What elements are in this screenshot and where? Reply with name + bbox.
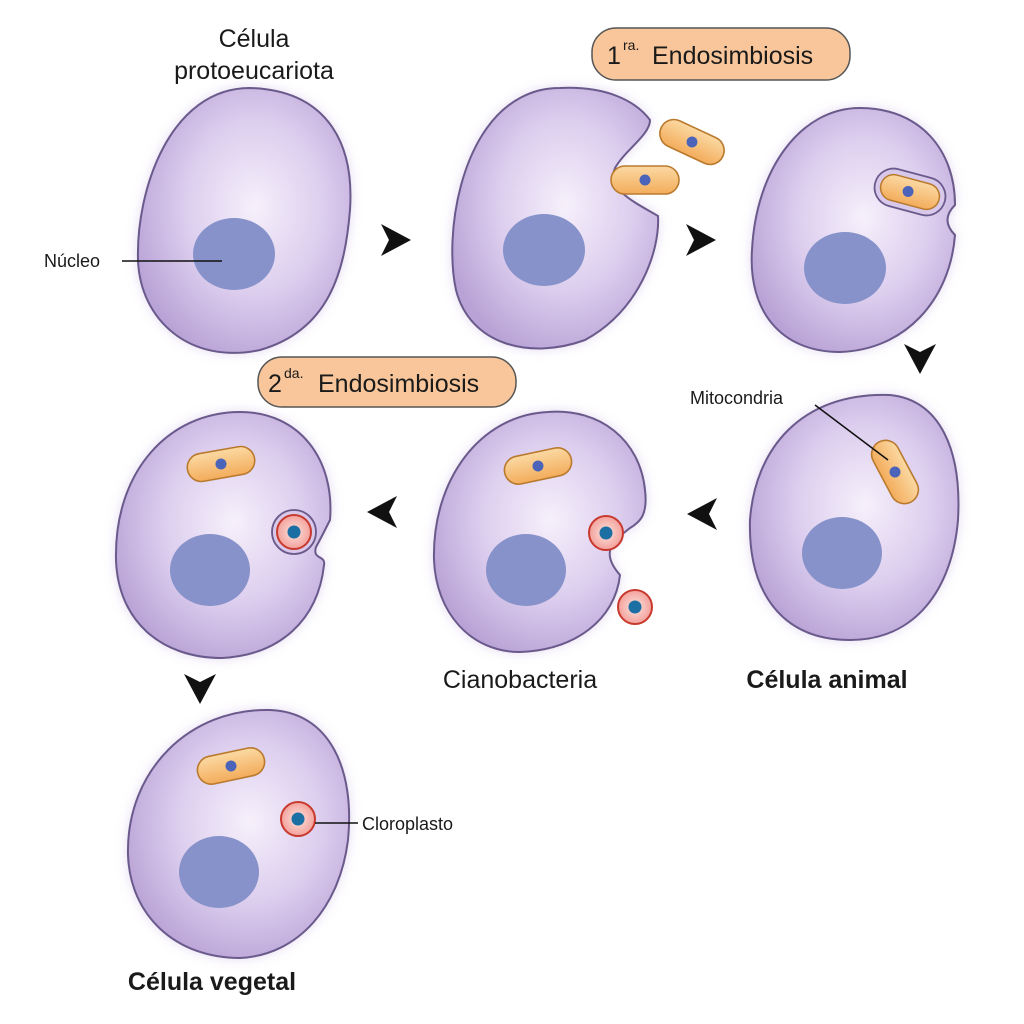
nucleus bbox=[802, 517, 882, 589]
second-endosymbiosis-superscript: da. bbox=[284, 365, 303, 381]
arrowhead-icon bbox=[367, 496, 397, 528]
internalizing-cell-1 bbox=[750, 106, 957, 354]
first-endosymbiosis-number: 1 bbox=[607, 42, 621, 70]
nucleus bbox=[170, 534, 250, 606]
nucleus bbox=[193, 218, 275, 290]
proto-title-line1: Célula bbox=[219, 25, 290, 53]
mitochondrion bbox=[654, 114, 730, 170]
engulfing-cell-1 bbox=[451, 86, 660, 350]
engulfed-mitochondrion bbox=[873, 167, 947, 217]
mitochondria-leader-line bbox=[814, 404, 889, 461]
nucleus bbox=[486, 534, 566, 606]
proto-cell bbox=[136, 86, 352, 354]
first-endosymbiosis-text: Endosimbiosis bbox=[652, 42, 813, 70]
first-endosymbiosis-superscript: ra. bbox=[623, 37, 639, 53]
second-endosymbiosis-text: Endosimbiosis bbox=[318, 370, 479, 398]
cyanobacterium bbox=[588, 515, 624, 551]
arrowhead-icon bbox=[184, 674, 216, 704]
nucleus bbox=[804, 232, 886, 304]
arrowhead-icon bbox=[381, 224, 411, 256]
plant-cell-label: Célula vegetal bbox=[128, 968, 296, 996]
cyanobacteria-label: Cianobacteria bbox=[443, 666, 597, 694]
first-endosymbiosis-badge: 1 ra. Endosimbiosis bbox=[591, 27, 851, 81]
second-endosymbiosis-badge: 2 da. Endosimbiosis bbox=[257, 356, 517, 408]
engulfed-cyanobacterium bbox=[271, 509, 317, 555]
chloroplast bbox=[280, 801, 316, 837]
arrowhead-icon bbox=[686, 224, 716, 256]
nucleus-label: Núcleo bbox=[44, 251, 100, 271]
animal-cell-label: Célula animal bbox=[746, 666, 907, 694]
chloroplast-label: Cloroplasto bbox=[362, 814, 453, 834]
mitochondrion bbox=[610, 165, 680, 195]
mitochondria-label: Mitocondria bbox=[690, 388, 784, 408]
arrowhead-icon bbox=[687, 498, 717, 530]
internalizing-cell-2 bbox=[114, 410, 332, 660]
cyanobacterium bbox=[617, 589, 653, 625]
proto-title-line2: protoeucariota bbox=[174, 57, 334, 85]
second-endosymbiosis-number: 2 bbox=[268, 370, 282, 398]
nucleus bbox=[503, 214, 585, 286]
arrowhead-icon bbox=[904, 344, 936, 374]
animal-cell bbox=[748, 393, 960, 642]
engulfing-cell-2 bbox=[432, 410, 647, 654]
nucleus bbox=[179, 836, 259, 908]
plant-cell bbox=[126, 708, 351, 960]
